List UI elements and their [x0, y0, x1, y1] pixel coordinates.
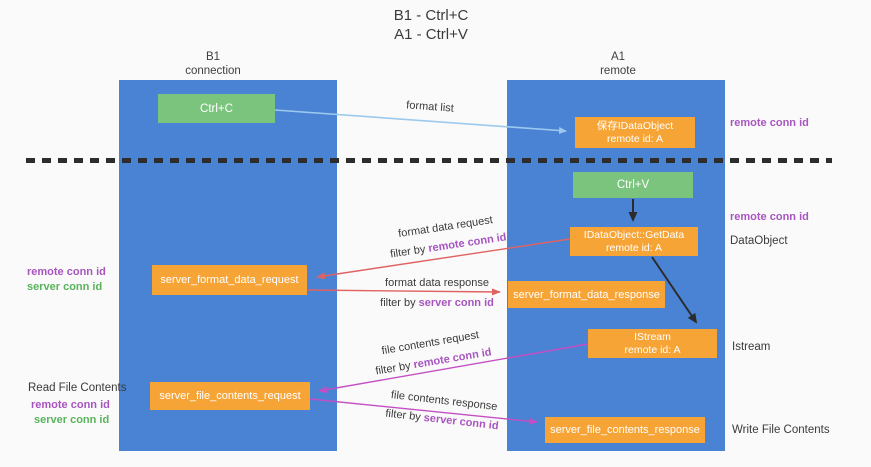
lane-a1-role: remote	[600, 65, 636, 77]
edge-label-fcresp-filter-prefix: filter by	[384, 407, 425, 424]
edge-label-fdresp-filter-prefix: filter by	[380, 297, 419, 309]
lane-header-a1: A1 remote	[518, 50, 718, 78]
label-istream: Istream	[732, 341, 771, 353]
label-remote-conn-id-top-right: remote conn id	[730, 117, 809, 129]
title-line-2: A1 - Ctrl+V	[394, 26, 468, 43]
node-istream-line1: IStream	[634, 330, 671, 343]
edge-label-fdr-filter-prefix: filter by	[389, 242, 430, 261]
lane-b1-name: B1	[205, 51, 221, 63]
edge-label-fcr-filter-prefix: filter by	[374, 359, 415, 378]
title-line-1: B1 - Ctrl+C	[393, 7, 469, 24]
node-server-file-contents-response: server_file_contents_response	[545, 417, 705, 443]
node-istream: IStream remote id: A	[588, 329, 717, 358]
lane-b1-role: connection	[185, 65, 241, 77]
node-server-format-data-response-label: server_format_data_response	[513, 288, 660, 301]
edge-label-format-list-text: format list	[405, 99, 455, 115]
node-server-format-data-response: server_format_data_response	[508, 281, 665, 308]
lane-a1-name: A1	[610, 51, 626, 63]
label-remote-conn-id-mid-right: remote conn id	[730, 211, 809, 223]
edge-label-fdresp-filter-key: server conn id	[418, 297, 494, 309]
edge-label-format-list: format list	[384, 95, 475, 120]
label-server-conn-id-top-left: server conn id	[27, 281, 103, 293]
node-getdata-line1: IDataObject::GetData	[583, 228, 685, 241]
diagram-title: B1 - Ctrl+C A1 - Ctrl+V	[281, 6, 581, 44]
node-server-format-data-request: server_format_data_request	[152, 265, 307, 295]
label-dataobject: DataObject	[730, 235, 788, 247]
node-istream-line2: remote id: A	[624, 343, 681, 356]
edge-label-file-contents-response: file contents response filter by server …	[371, 384, 514, 438]
label-server-conn-id-bottom-left: server conn id	[34, 414, 110, 426]
node-save-idataobject-line1: 保存IDataObject	[596, 119, 674, 132]
node-getdata-line2: remote id: A	[605, 241, 663, 254]
node-ctrl-v: Ctrl+V	[573, 172, 693, 198]
label-remote-conn-id-top-left: remote conn id	[27, 266, 106, 278]
node-server-file-contents-response-label: server_file_contents_response	[550, 424, 700, 436]
label-remote-conn-id-bottom-left: remote conn id	[31, 399, 110, 411]
node-server-format-data-request-label: server_format_data_request	[160, 274, 299, 286]
label-write-file-contents: Write File Contents	[732, 424, 830, 436]
edge-label-format-data-request: format data request filter by remote con…	[375, 208, 519, 266]
edge-label-file-contents-request: file contents request filter by remote c…	[360, 323, 504, 384]
edge-label-format-data-response: format data response filter by server co…	[367, 273, 507, 313]
node-ctrl-c: Ctrl+C	[158, 94, 275, 123]
node-server-file-contents-request: server_file_contents_request	[150, 382, 310, 410]
label-read-file-contents: Read File Contents	[28, 382, 127, 394]
node-getdata: IDataObject::GetData remote id: A	[570, 227, 698, 256]
node-save-idataobject: 保存IDataObject remote id: A	[575, 117, 695, 148]
dashed-separator	[26, 158, 832, 163]
edge-label-fdresp-title: format data response	[385, 277, 489, 289]
edge-label-fdresp-filter: filter by server conn id	[367, 293, 507, 313]
node-server-file-contents-request-label: server_file_contents_request	[159, 390, 301, 402]
lane-header-b1: B1 connection	[113, 50, 313, 78]
node-save-idataobject-line2: remote id: A	[606, 132, 664, 145]
node-ctrl-c-label: Ctrl+C	[200, 102, 233, 115]
node-ctrl-v-label: Ctrl+V	[616, 179, 650, 191]
